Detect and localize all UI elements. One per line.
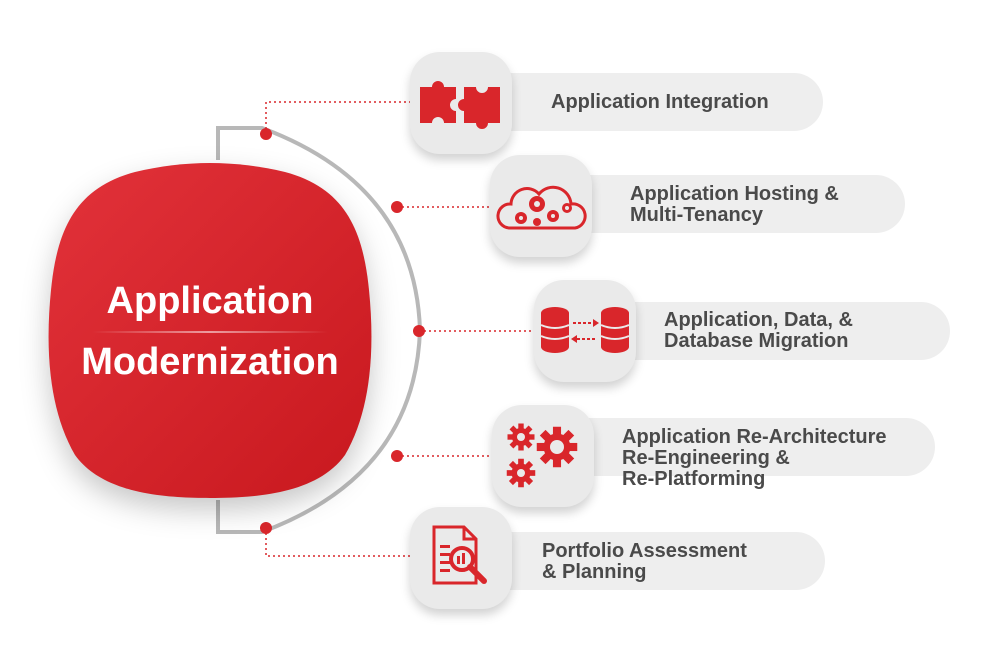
item-5-label: Portfolio Assessment & Planning — [542, 540, 747, 583]
connector-3 — [413, 325, 536, 337]
document-search-icon — [432, 525, 487, 585]
item-5-tile — [410, 507, 512, 609]
item-4-tile — [492, 405, 594, 507]
connector-5 — [260, 522, 412, 557]
item-3-tile — [534, 280, 636, 382]
item-5-pill — [455, 532, 825, 590]
cloud-gears-icon — [496, 185, 587, 230]
center-divider — [92, 331, 328, 333]
item-1-pill — [455, 73, 823, 131]
item-1-tile — [410, 52, 512, 154]
item-1-label: Application Integration — [551, 91, 769, 113]
center-shape — [48, 163, 372, 498]
item-4-label: Application Re-Architecture Re-Engineeri… — [622, 426, 887, 490]
center-title-line-2: Modernization — [81, 341, 339, 383]
item-2-label: Application Hosting & Multi-Tenancy — [630, 183, 839, 226]
connector-4 — [391, 450, 492, 462]
item-3-label: Application, Data, & Database Migration — [664, 309, 853, 352]
center-title-line-1: Application — [106, 280, 314, 322]
connector-2 — [391, 201, 492, 213]
item-4-pill — [537, 418, 935, 476]
database-migration-icon — [540, 307, 630, 353]
item-2-tile — [490, 155, 592, 257]
gears-icon — [506, 423, 578, 488]
connector-1 — [260, 101, 412, 140]
item-3-pill — [578, 302, 950, 360]
puzzle-icon — [420, 81, 500, 129]
item-2-pill — [535, 175, 905, 233]
